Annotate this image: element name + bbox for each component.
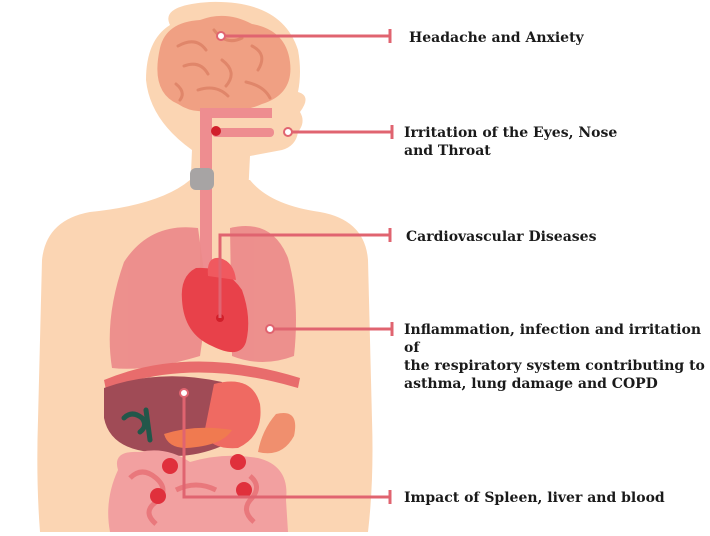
label-respiratory: Inflammation, infection and irritation o… (404, 321, 710, 393)
label-irritation-eyes-nose-throat: Irritation of the Eyes, Nose and Throat (404, 124, 617, 160)
label-headache: Headache and Anxiety (409, 29, 584, 47)
intestines (108, 450, 288, 532)
label-cardiovascular: Cardiovascular Diseases (406, 228, 596, 246)
label-spleen-liver-blood: Impact of Spleen, liver and blood (404, 489, 665, 507)
